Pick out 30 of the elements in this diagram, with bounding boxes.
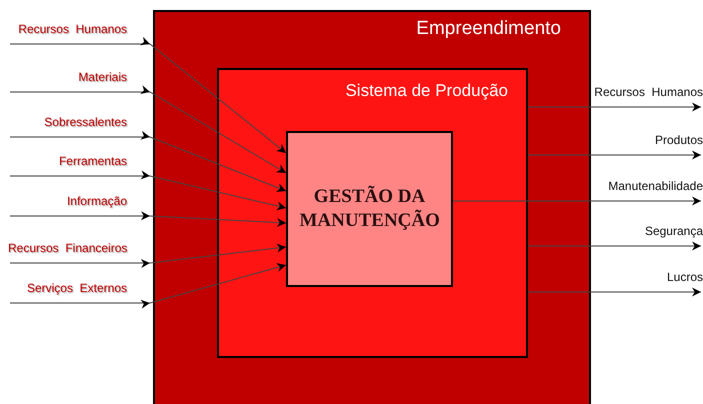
input-text: Recursos Humanos	[17, 21, 127, 38]
arrow	[126, 131, 286, 192]
input-text: Informação	[66, 193, 127, 210]
box-heading: Sistema de Produção	[345, 80, 508, 102]
arrow	[126, 212, 286, 227]
input-text: Serviços Externos	[26, 280, 127, 297]
input-text: Materiais	[77, 69, 127, 86]
input-text: Ferramentas	[58, 153, 127, 170]
box-title: GESTÃO DA MANUTENÇÃO	[300, 185, 440, 233]
output-text: Segurança	[644, 223, 703, 240]
arrow	[126, 170, 286, 210]
arrow	[126, 37, 286, 154]
output-text: Lucros	[666, 269, 703, 286]
production-system-box	[217, 68, 528, 358]
output-text: Produtos	[654, 132, 703, 149]
input-text: Sobressalentes	[43, 114, 127, 131]
maintenance-box	[286, 131, 453, 287]
enterprise-box	[153, 10, 591, 404]
arrow	[528, 102, 702, 112]
input-text: Recursos Financeiros	[8, 240, 127, 257]
arrow	[126, 244, 286, 268]
arrow	[126, 263, 286, 308]
box-heading: Empreendimento	[416, 17, 561, 41]
arrow	[528, 288, 702, 296]
arrow	[528, 242, 702, 250]
output-text: Manutenabilidade	[607, 178, 703, 195]
output-text: Recursos Humanos	[593, 84, 703, 101]
arrow	[528, 150, 702, 160]
arrow	[452, 196, 702, 206]
arrow	[126, 86, 286, 174]
